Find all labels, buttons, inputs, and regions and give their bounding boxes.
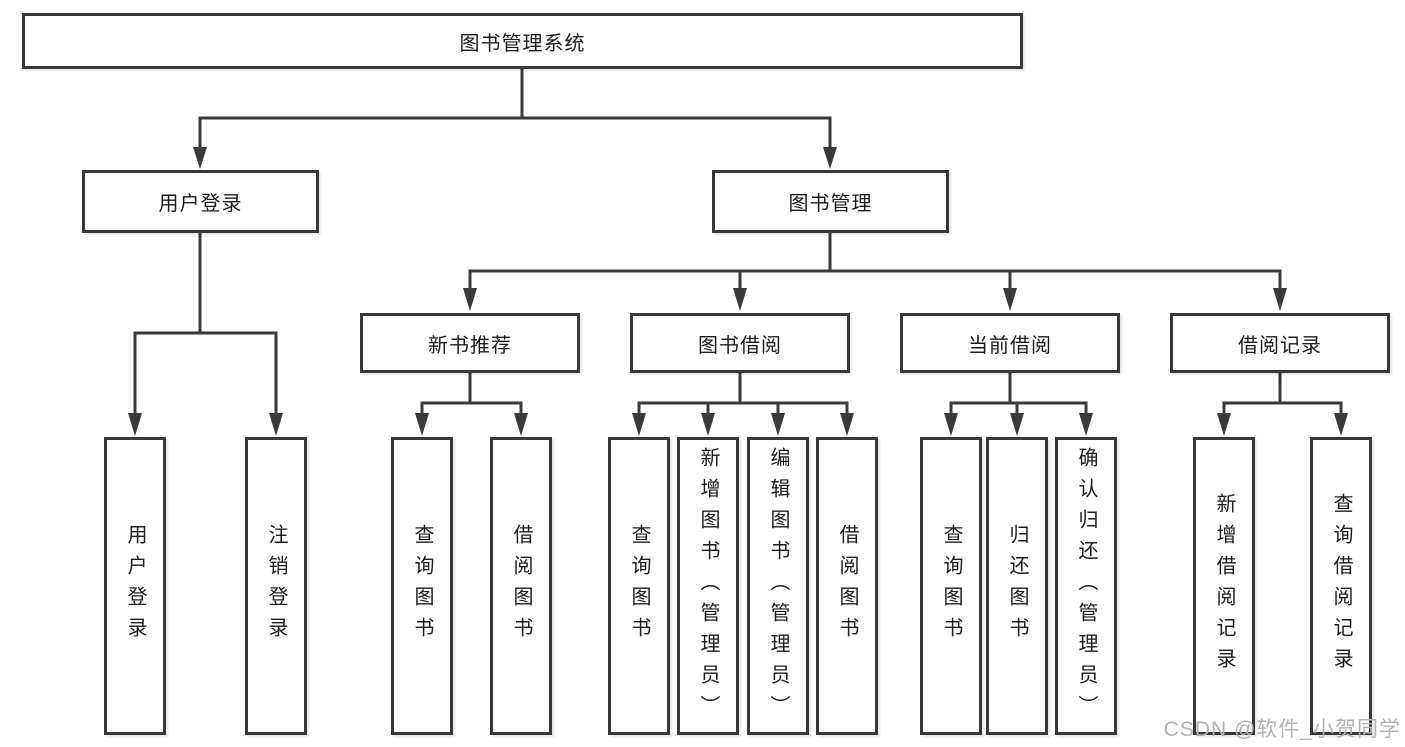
node-label: 借阅图书 <box>836 524 858 648</box>
node-label: 新增图书（管理员） <box>697 446 719 726</box>
node-label: 查询借阅记录 <box>1330 493 1352 679</box>
leaf-user-login: 用户登录 <box>104 437 166 735</box>
node-current-borrow: 当前借阅 <box>900 313 1120 373</box>
node-label: 编辑图书（管理员） <box>767 446 789 726</box>
node-borrow-records: 借阅记录 <box>1170 313 1390 373</box>
node-label: 注销登录 <box>265 524 287 648</box>
leaf-query-books-recommend: 查询图书 <box>391 437 453 735</box>
node-label: 用户登录 <box>124 524 146 648</box>
leaf-query-books-borrow: 查询图书 <box>608 437 670 735</box>
node-label: 借阅记录 <box>1238 334 1322 357</box>
leaf-add-borrow-record: 新增借阅记录 <box>1193 437 1255 735</box>
leaf-borrow-books-recommend: 借阅图书 <box>490 437 552 735</box>
node-label: 新书推荐 <box>428 334 512 357</box>
node-book-management: 图书管理 <box>712 170 949 233</box>
node-new-book-recommend: 新书推荐 <box>360 313 580 373</box>
leaf-add-book-admin: 新增图书（管理员） <box>677 437 739 735</box>
node-label: 查询图书 <box>411 524 433 648</box>
leaf-return-book: 归还图书 <box>986 437 1048 735</box>
leaf-query-books-current: 查询图书 <box>920 437 982 735</box>
node-label: 图书管理 <box>788 193 873 215</box>
leaf-confirm-return-admin: 确认归还（管理员） <box>1055 437 1117 735</box>
node-book-borrow: 图书借阅 <box>630 313 850 373</box>
node-label: 图书管理系统 <box>459 32 586 55</box>
node-label: 借阅图书 <box>510 524 532 648</box>
node-label: 图书借阅 <box>698 334 782 357</box>
leaf-query-borrow-record: 查询借阅记录 <box>1310 437 1372 735</box>
node-label: 用户登录 <box>158 193 243 215</box>
leaf-logout-login: 注销登录 <box>245 437 307 735</box>
node-label: 查询图书 <box>940 524 962 648</box>
node-label: 查询图书 <box>628 524 650 648</box>
node-label: 确认归还（管理员） <box>1075 446 1097 726</box>
leaf-edit-book-admin: 编辑图书（管理员） <box>747 437 809 735</box>
node-label: 新增借阅记录 <box>1213 493 1235 679</box>
node-label: 归还图书 <box>1006 524 1028 648</box>
node-user-login: 用户登录 <box>82 170 319 233</box>
csdn-watermark: CSDN @软件_小贺同学 <box>1163 718 1401 741</box>
leaf-borrow-books: 借阅图书 <box>816 437 878 735</box>
node-label: 当前借阅 <box>968 334 1052 357</box>
node-root-library-system: 图书管理系统 <box>22 13 1023 69</box>
